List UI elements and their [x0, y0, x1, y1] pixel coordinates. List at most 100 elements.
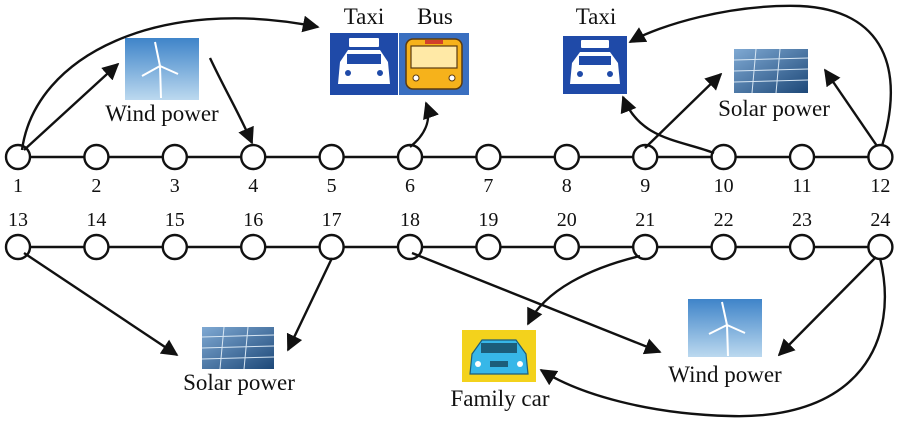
taxi-right-label: Taxi [576, 4, 617, 29]
bus-node-label: 21 [635, 209, 655, 231]
bottom-node-13: 13 [4, 209, 32, 261]
bus-node-label: 9 [640, 175, 650, 197]
solar-power-bottom: Solar power [183, 326, 295, 395]
top-node-9: 9 [632, 143, 659, 197]
bottom-node-16: 16 [239, 209, 267, 261]
bus-node-label: 22 [714, 209, 734, 231]
bus-node-circle [318, 233, 345, 261]
arrow-node17-to-solar [286, 257, 334, 352]
bus-node-label: 8 [562, 175, 572, 197]
bus-node-circle [318, 143, 345, 171]
bus-node-label: 14 [86, 209, 106, 231]
bottom-node-23: 23 [788, 209, 816, 261]
solar-power-bottom-label: Solar power [183, 370, 295, 395]
bus-node-circle [396, 143, 424, 171]
bus-node-label: 12 [870, 175, 890, 197]
bus-node-circle [867, 233, 894, 261]
arrow-node1-to-wind [23, 62, 120, 151]
bus-node-circle [83, 143, 110, 171]
bus-node-circle [475, 233, 502, 261]
arrow-node24-to-car [539, 257, 887, 418]
bus-node-label: 24 [870, 209, 890, 231]
arrow-node24-to-wind [777, 256, 877, 357]
top-node-11: 11 [788, 143, 816, 197]
arrow-node10-to-taxi [620, 95, 715, 155]
arrow-node6-to-bus [409, 101, 439, 148]
bus-node-label: 13 [8, 209, 28, 231]
wind-power-top: Wind power [105, 38, 219, 126]
top-node-4: 4 [239, 143, 267, 197]
wind-turbine-icon [688, 299, 762, 357]
bus-node-label: 7 [483, 175, 493, 197]
bottom-node-20: 20 [553, 209, 580, 261]
wind-turbine-icon [125, 38, 199, 100]
bus-node-circle [553, 233, 580, 261]
connection-arrows [20, 4, 893, 418]
arrow-node9-to-solar [644, 72, 723, 149]
solar-panel-icon [201, 326, 275, 370]
bus-node-circle [475, 143, 502, 171]
top-node-2: 2 [83, 143, 110, 197]
bus-node-circle [396, 233, 424, 261]
bus-node-label: 20 [557, 209, 577, 231]
bus-node-circle [788, 233, 816, 261]
bottom-node-15: 15 [161, 209, 189, 261]
bus-node-label: 3 [170, 175, 180, 197]
bus-node-label: 6 [405, 175, 415, 197]
bus-label: Bus [417, 4, 453, 29]
bus-node-label: 23 [792, 209, 812, 231]
taxi-right-group: Taxi [563, 4, 627, 94]
arrow-node13-to-solar [23, 252, 179, 356]
family-car-label: Family car [451, 386, 550, 411]
wind-power-bottom-label: Wind power [668, 362, 782, 387]
bottom-node-22: 22 [710, 209, 737, 261]
solar-power-top-label: Solar power [718, 96, 830, 121]
bus-icon [399, 33, 469, 95]
family-car-group: Family car [451, 330, 550, 411]
bus-node-circle [632, 143, 659, 171]
bus-node-circle [161, 143, 189, 171]
bus-node-circle [867, 143, 894, 171]
bottom-node-21: 21 [632, 209, 659, 261]
bus-node-label: 16 [243, 209, 263, 231]
bottom-node-24: 24 [867, 209, 894, 261]
bus-node-label: 1 [13, 175, 23, 197]
bottom-node-17: 17 [318, 209, 345, 261]
bus-node-circle [632, 233, 659, 261]
top-node-5: 5 [318, 143, 345, 197]
bus-node-circle [710, 233, 737, 261]
arrow-node12-to-taxi [628, 4, 893, 147]
bottom-node-18: 18 [396, 209, 424, 261]
top-node-3: 3 [161, 143, 189, 197]
bus-node-circle [4, 143, 32, 171]
bus-node-label: 19 [478, 209, 498, 231]
arrow-node12-to-solar [824, 68, 878, 147]
bus-node-label: 5 [327, 175, 337, 197]
bottom-node-19: 19 [475, 209, 502, 261]
top-node-6: 6 [396, 143, 424, 197]
arrow-node1-to-taxi [20, 15, 320, 151]
bus-node-label: 4 [248, 175, 258, 197]
bus-node-circle [788, 143, 816, 171]
bus-node-circle [83, 233, 110, 261]
family-car-icon [462, 330, 536, 382]
arrow-wind-to-node4 [208, 57, 254, 145]
bus-node-circle [239, 143, 267, 171]
taxi-icon [330, 33, 398, 95]
bus-node-label: 15 [165, 209, 185, 231]
top-node-8: 8 [553, 143, 580, 197]
taxi-icon [563, 36, 627, 94]
wind-power-bottom: Wind power [668, 299, 782, 387]
top-node-12: 12 [867, 143, 894, 197]
bus-node-circle [553, 143, 580, 171]
bus-node-label: 11 [792, 175, 811, 197]
bottom-node-14: 14 [83, 209, 110, 261]
wind-power-top-label: Wind power [105, 101, 219, 126]
bus-node-label: 17 [322, 209, 342, 231]
solar-power-top: Solar power [718, 48, 830, 121]
bus-node-label: 2 [91, 175, 101, 197]
top-node-1: 1 [4, 143, 32, 197]
bus-node-circle [710, 143, 737, 171]
